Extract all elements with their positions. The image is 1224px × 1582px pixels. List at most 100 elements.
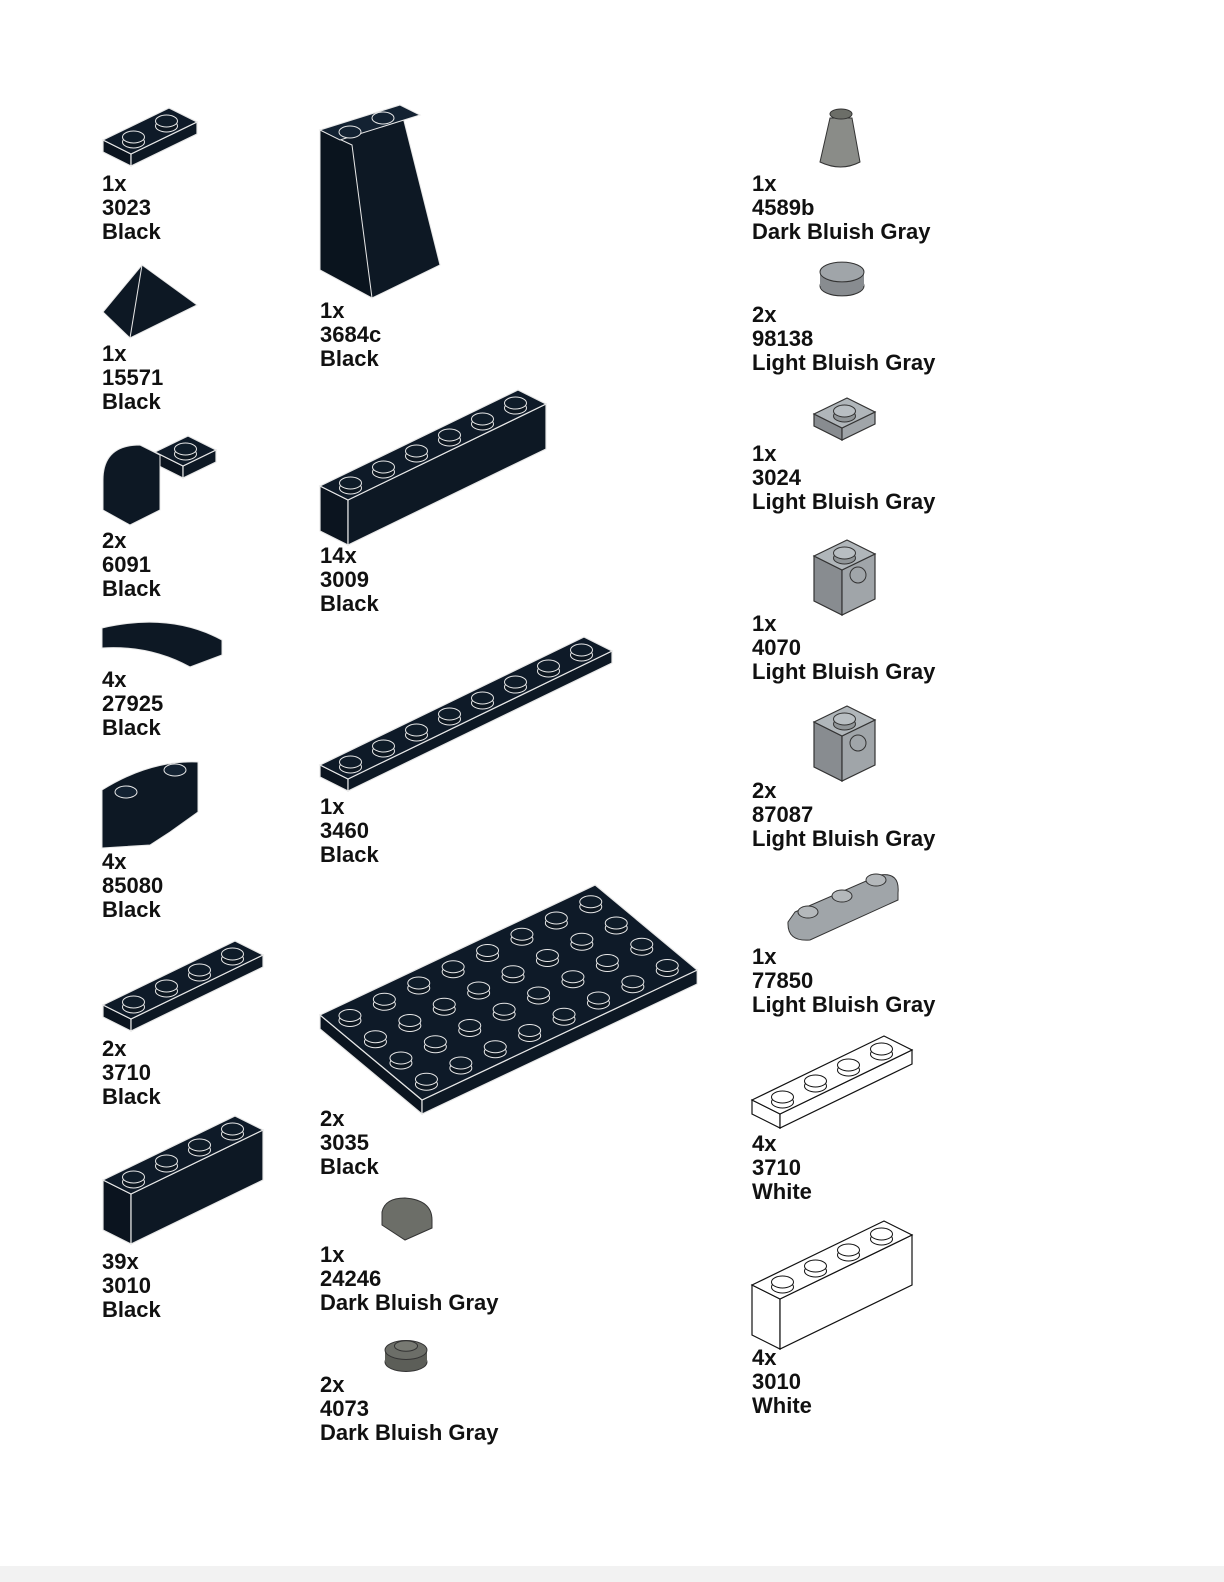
- part-quantity: 2x: [102, 528, 127, 553]
- part-color: White: [752, 1393, 812, 1418]
- part-number: 3024: [752, 465, 801, 490]
- part-image-4589b-dark-bluish-gray: [819, 108, 861, 168]
- part-quantity: 39x: [102, 1249, 139, 1274]
- part-number: 4589b: [752, 195, 815, 220]
- part-color: Black: [320, 1154, 379, 1179]
- part-color: Black: [102, 1084, 161, 1109]
- part-quantity: 1x: [320, 1242, 345, 1267]
- part-color: Dark Bluish Gray: [752, 219, 931, 244]
- part-number: 87087: [752, 802, 814, 827]
- part-image-3023-black: [101, 107, 199, 167]
- part-image-3010-white: [750, 1220, 914, 1350]
- part-quantity: 1x: [102, 341, 127, 366]
- part-number: 24246: [320, 1266, 382, 1291]
- part-image-27925-black: [101, 621, 223, 668]
- part-image-3035-black: [318, 884, 699, 1116]
- part-color: Black: [102, 1297, 161, 1322]
- part-quantity: 1x: [320, 794, 345, 819]
- part-quantity: 2x: [320, 1106, 345, 1131]
- part-quantity: 4x: [102, 667, 127, 692]
- part-number: 4073: [320, 1396, 369, 1421]
- part-quantity: 2x: [320, 1372, 345, 1397]
- part-color: Light Bluish Gray: [752, 659, 936, 684]
- part-color: White: [752, 1179, 812, 1204]
- part-color: Black: [102, 715, 161, 740]
- part-image-85080-black: [101, 761, 199, 849]
- part-number: 3023: [102, 195, 151, 220]
- part-quantity: 2x: [752, 302, 777, 327]
- part-number: 3009: [320, 567, 369, 592]
- part-number: 3710: [752, 1155, 801, 1180]
- part-image-98138-light-bluish-gray: [819, 261, 865, 297]
- part-number: 3684c: [320, 322, 382, 347]
- part-color: Light Bluish Gray: [752, 992, 936, 1017]
- part-image-3010-black: [101, 1115, 265, 1245]
- part-color: Black: [102, 576, 161, 601]
- part-quantity: 1x: [320, 298, 345, 323]
- part-quantity: 14x: [320, 543, 357, 568]
- part-image-3710-black: [101, 940, 265, 1032]
- part-number: 15571: [102, 365, 164, 390]
- part-quantity: 4x: [102, 849, 127, 874]
- part-number: 4070: [752, 635, 801, 660]
- part-number: 3010: [102, 1273, 151, 1298]
- part-color: Black: [102, 219, 161, 244]
- part-number: 6091: [102, 552, 151, 577]
- part-color: Black: [102, 897, 161, 922]
- part-number: 77850: [752, 968, 814, 993]
- part-number: 98138: [752, 326, 814, 351]
- part-image-3009-black: [318, 389, 548, 546]
- part-quantity: 2x: [102, 1036, 127, 1061]
- part-quantity: 1x: [102, 171, 127, 196]
- part-number: 3035: [320, 1130, 369, 1155]
- part-image-77850-light-bluish-gray: [787, 873, 899, 941]
- part-image-4070-light-bluish-gray: [812, 539, 877, 616]
- part-image-24246-dark-bluish-gray: [381, 1197, 433, 1241]
- part-quantity: 4x: [752, 1345, 777, 1370]
- part-color: Black: [320, 346, 379, 371]
- part-image-3684c-black: [318, 104, 441, 299]
- part-quantity: 1x: [752, 441, 777, 466]
- part-color: Dark Bluish Gray: [320, 1290, 499, 1315]
- part-color: Black: [320, 591, 379, 616]
- part-image-4073-dark-bluish-gray: [384, 1340, 428, 1372]
- part-color: Light Bluish Gray: [752, 350, 936, 375]
- part-color: Light Bluish Gray: [752, 489, 936, 514]
- part-image-3460-black: [318, 636, 614, 792]
- part-image-6091-black: [102, 435, 218, 526]
- part-quantity: 2x: [752, 778, 777, 803]
- part-quantity: 1x: [752, 944, 777, 969]
- part-image-3710-white: [750, 1035, 914, 1129]
- part-color: Black: [320, 842, 379, 867]
- part-number: 27925: [102, 691, 164, 716]
- part-number: 3460: [320, 818, 369, 843]
- page-bottom-edge: [0, 1566, 1224, 1582]
- part-number: 85080: [102, 873, 164, 898]
- part-quantity: 1x: [752, 611, 777, 636]
- part-color: Light Bluish Gray: [752, 826, 936, 851]
- part-image-87087-light-bluish-gray: [812, 705, 877, 782]
- part-color: Dark Bluish Gray: [320, 1420, 499, 1445]
- part-number: 3010: [752, 1369, 801, 1394]
- part-quantity: 1x: [752, 171, 777, 196]
- part-color: Black: [102, 389, 161, 414]
- part-quantity: 4x: [752, 1131, 777, 1156]
- part-number: 3710: [102, 1060, 151, 1085]
